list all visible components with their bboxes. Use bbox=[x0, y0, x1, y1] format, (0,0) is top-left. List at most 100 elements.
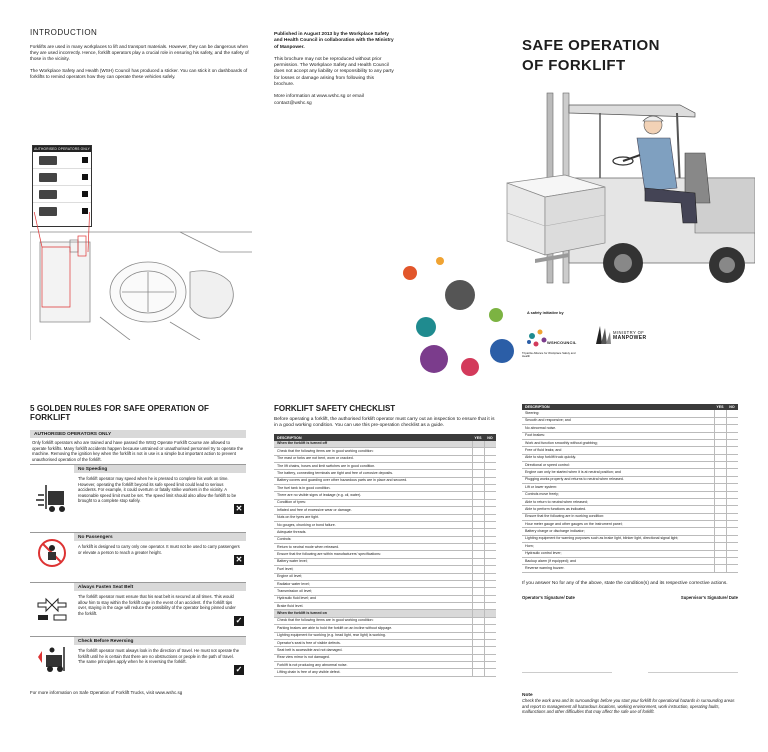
checkbox-yes[interactable] bbox=[471, 558, 484, 567]
checkbox-no[interactable] bbox=[725, 483, 738, 492]
more-info-footer[interactable]: For more information on Safe Operation o… bbox=[30, 690, 183, 695]
checkbox-no[interactable] bbox=[725, 527, 738, 536]
checkbox-yes[interactable] bbox=[471, 646, 484, 655]
checkbox-no[interactable] bbox=[483, 528, 496, 537]
checkbox-yes[interactable] bbox=[471, 573, 484, 581]
checkbox-yes[interactable] bbox=[713, 527, 726, 536]
checkbox-yes[interactable] bbox=[471, 455, 484, 463]
checkbox-yes[interactable] bbox=[471, 477, 484, 486]
checkbox-no[interactable] bbox=[483, 484, 496, 493]
checkbox-yes[interactable] bbox=[471, 609, 484, 618]
checkbox-yes[interactable] bbox=[471, 499, 484, 508]
checkbox-no[interactable] bbox=[483, 565, 496, 574]
checkbox-no[interactable] bbox=[483, 521, 496, 530]
checkbox-yes[interactable] bbox=[471, 491, 484, 500]
checkbox-no[interactable] bbox=[725, 498, 738, 507]
supervisor-signature-line[interactable] bbox=[648, 672, 738, 674]
checkbox-no[interactable] bbox=[483, 491, 496, 500]
checkbox-no[interactable] bbox=[725, 520, 738, 529]
checkbox-no[interactable] bbox=[483, 646, 496, 655]
checkbox-no[interactable] bbox=[725, 550, 738, 558]
checkbox-yes[interactable] bbox=[471, 580, 484, 589]
checkbox-yes[interactable] bbox=[471, 447, 484, 456]
checkbox-yes[interactable] bbox=[471, 624, 484, 633]
checkbox-yes[interactable] bbox=[713, 483, 726, 492]
checkbox-no[interactable] bbox=[725, 513, 738, 522]
checkbox-yes[interactable] bbox=[471, 462, 484, 471]
checkbox-no[interactable] bbox=[483, 580, 496, 589]
checkbox-yes[interactable] bbox=[471, 550, 484, 559]
checkbox-yes[interactable] bbox=[713, 446, 726, 455]
checkbox-no[interactable] bbox=[725, 564, 738, 573]
checkbox-yes[interactable] bbox=[713, 432, 726, 440]
checkbox-no[interactable] bbox=[725, 476, 738, 485]
checkbox-no[interactable] bbox=[725, 446, 738, 455]
checkbox-yes[interactable] bbox=[713, 535, 726, 544]
checkbox-no[interactable] bbox=[483, 661, 496, 670]
checkbox-no[interactable] bbox=[483, 558, 496, 567]
checkbox-yes[interactable] bbox=[471, 668, 484, 677]
checkbox-yes[interactable] bbox=[713, 424, 726, 433]
checkbox-no[interactable] bbox=[725, 432, 738, 440]
contact-info[interactable]: More information at www.wshc.sg or email… bbox=[274, 94, 364, 106]
checkbox-yes[interactable] bbox=[713, 468, 726, 477]
checkbox-no[interactable] bbox=[725, 468, 738, 477]
checkbox-yes[interactable] bbox=[713, 520, 726, 529]
checkbox-yes[interactable] bbox=[713, 476, 726, 485]
checkbox-yes[interactable] bbox=[713, 439, 726, 448]
checkbox-yes[interactable] bbox=[471, 654, 484, 663]
checkbox-yes[interactable] bbox=[471, 661, 484, 670]
checkbox-no[interactable] bbox=[725, 535, 738, 544]
checkbox-no[interactable] bbox=[483, 668, 496, 677]
checkbox-no[interactable] bbox=[483, 602, 496, 611]
checkbox-yes[interactable] bbox=[471, 521, 484, 530]
checkbox-yes[interactable] bbox=[713, 550, 726, 558]
checkbox-yes[interactable] bbox=[471, 469, 484, 478]
checkbox-no[interactable] bbox=[483, 455, 496, 463]
checkbox-no[interactable] bbox=[725, 461, 738, 470]
checkbox-yes[interactable] bbox=[471, 587, 484, 596]
checkbox-no[interactable] bbox=[483, 506, 496, 515]
checkbox-no[interactable] bbox=[483, 447, 496, 456]
checkbox-yes[interactable] bbox=[713, 564, 726, 573]
checkbox-yes[interactable] bbox=[713, 505, 726, 514]
checkbox-yes[interactable] bbox=[713, 513, 726, 522]
checkbox-yes[interactable] bbox=[471, 440, 484, 449]
checkbox-yes[interactable] bbox=[471, 536, 484, 545]
checkbox-no[interactable] bbox=[483, 514, 496, 522]
checkbox-no[interactable] bbox=[483, 499, 496, 508]
checkbox-no[interactable] bbox=[725, 454, 738, 463]
checkbox-yes[interactable] bbox=[713, 498, 726, 507]
checkbox-yes[interactable] bbox=[471, 602, 484, 611]
checkbox-no[interactable] bbox=[483, 462, 496, 471]
checkbox-yes[interactable] bbox=[471, 595, 484, 604]
checkbox-yes[interactable] bbox=[713, 557, 726, 566]
checkbox-no[interactable] bbox=[483, 632, 496, 640]
checkbox-no[interactable] bbox=[725, 410, 738, 418]
operator-signature-line[interactable] bbox=[522, 672, 612, 674]
checkbox-no[interactable] bbox=[725, 424, 738, 433]
checkbox-yes[interactable] bbox=[471, 617, 484, 626]
checkbox-no[interactable] bbox=[483, 536, 496, 545]
checkbox-no[interactable] bbox=[725, 491, 738, 499]
checkbox-no[interactable] bbox=[483, 550, 496, 559]
checkbox-no[interactable] bbox=[483, 587, 496, 596]
checkbox-yes[interactable] bbox=[713, 454, 726, 463]
checkbox-yes[interactable] bbox=[471, 565, 484, 574]
checkbox-no[interactable] bbox=[483, 469, 496, 478]
checkbox-yes[interactable] bbox=[713, 417, 726, 426]
checkbox-no[interactable] bbox=[725, 557, 738, 566]
checkbox-yes[interactable] bbox=[471, 543, 484, 552]
checkbox-no[interactable] bbox=[483, 617, 496, 626]
checkbox-no[interactable] bbox=[483, 624, 496, 633]
checkbox-no[interactable] bbox=[725, 542, 738, 551]
checkbox-yes[interactable] bbox=[471, 514, 484, 522]
checkbox-no[interactable] bbox=[725, 417, 738, 426]
checkbox-no[interactable] bbox=[483, 639, 496, 648]
checkbox-yes[interactable] bbox=[713, 542, 726, 551]
checkbox-no[interactable] bbox=[483, 440, 496, 449]
checkbox-no[interactable] bbox=[483, 573, 496, 581]
checkbox-yes[interactable] bbox=[713, 461, 726, 470]
checkbox-no[interactable] bbox=[483, 609, 496, 618]
checkbox-no[interactable] bbox=[483, 654, 496, 663]
